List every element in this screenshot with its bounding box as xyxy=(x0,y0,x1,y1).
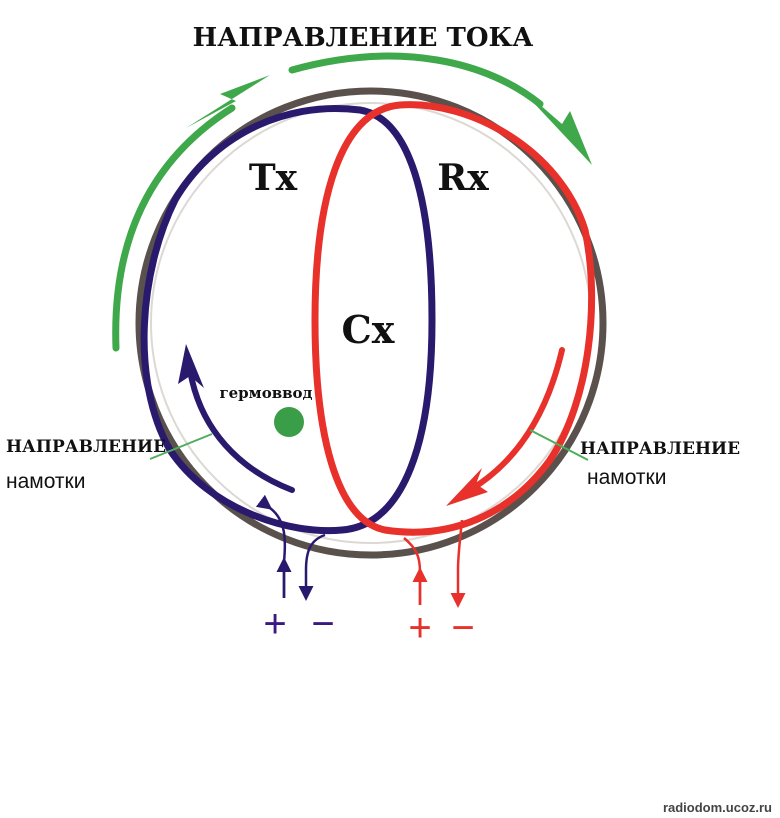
left-winding-pointer xyxy=(149,433,213,460)
tx-coil xyxy=(140,105,436,535)
rx-coil xyxy=(311,101,596,536)
current-arrowhead-right xyxy=(516,84,592,165)
rx-plus-terminal: + xyxy=(408,606,431,650)
left-winding-label-line2: намотки xyxy=(6,470,85,493)
watermark: radiodom.ucoz.ru xyxy=(663,800,772,815)
diagram-title: НАПРАВЛЕНИЕ ТОКА xyxy=(193,23,534,53)
tx-winding-arrow xyxy=(178,344,295,493)
tx-plus-terminal: + xyxy=(263,602,286,646)
rx-minus-terminal: − xyxy=(451,606,474,650)
tx-minus-terminal: − xyxy=(311,602,334,646)
feedthrough-dot xyxy=(274,407,304,437)
cx-coil-label: Cx xyxy=(342,307,395,352)
left-winding-label-line1: НАПРАВЛЕНИЕ xyxy=(6,437,166,457)
right-winding-pointer xyxy=(529,429,589,461)
feedthrough-label: гермоввод xyxy=(219,384,312,402)
rx-coil-label: Rx xyxy=(437,157,489,199)
current-direction-arrow xyxy=(112,52,592,352)
tx-coil-label: Tx xyxy=(249,157,298,199)
rx-leads xyxy=(403,519,466,608)
rx-winding-arrow xyxy=(446,347,565,506)
current-arrowhead-left xyxy=(186,75,270,128)
housing-outer-ring xyxy=(135,87,607,559)
tx-leads xyxy=(255,494,326,601)
right-winding-label-line2: намотки xyxy=(587,466,666,489)
right-winding-label-line1: НАПРАВЛЕНИЕ xyxy=(580,439,740,459)
